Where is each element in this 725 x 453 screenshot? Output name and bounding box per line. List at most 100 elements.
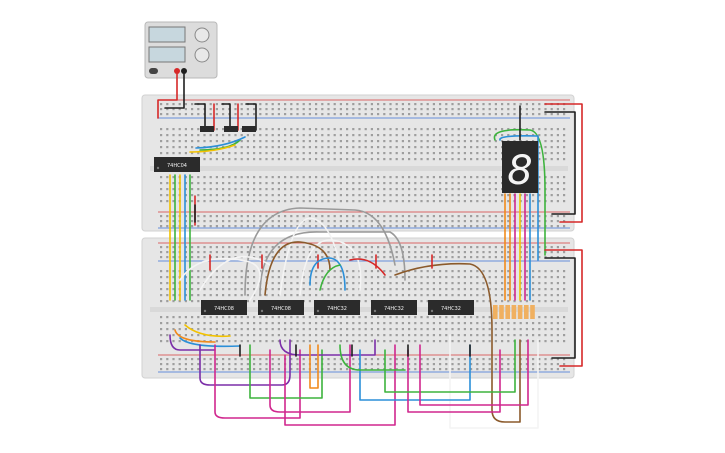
breadboard-hole[interactable] (364, 358, 367, 361)
breadboard-hole[interactable] (439, 288, 442, 291)
breadboard-hole[interactable] (401, 294, 404, 297)
breadboard-hole[interactable] (259, 146, 262, 149)
breadboard-hole[interactable] (327, 146, 330, 149)
breadboard-hole[interactable] (563, 358, 566, 361)
breadboard-hole[interactable] (463, 288, 466, 291)
breadboard-hole[interactable] (228, 152, 231, 155)
breadboard-hole[interactable] (172, 176, 175, 179)
breadboard-hole[interactable] (401, 152, 404, 155)
breadboard-hole[interactable] (271, 294, 274, 297)
breadboard-hole[interactable] (476, 108, 479, 111)
breadboard-hole[interactable] (488, 108, 491, 111)
breadboard-hole[interactable] (370, 363, 373, 366)
breadboard-hole[interactable] (457, 146, 460, 149)
breadboard-hole[interactable] (432, 188, 435, 191)
breadboard-hole[interactable] (550, 294, 553, 297)
breadboard-hole[interactable] (296, 334, 299, 337)
breadboard-hole[interactable] (513, 328, 516, 331)
breadboard-hole[interactable] (513, 108, 516, 111)
breadboard-hole[interactable] (290, 288, 293, 291)
breadboard-hole[interactable] (308, 200, 311, 203)
breadboard-hole[interactable] (215, 282, 218, 285)
breadboard-hole[interactable] (215, 140, 218, 143)
breadboard-hole[interactable] (414, 288, 417, 291)
breadboard-hole[interactable] (184, 146, 187, 149)
breadboard-hole[interactable] (550, 340, 553, 343)
breadboard-hole[interactable] (358, 316, 361, 319)
breadboard-hole[interactable] (271, 328, 274, 331)
breadboard-hole[interactable] (370, 128, 373, 131)
breadboard-hole[interactable] (476, 215, 479, 218)
breadboard-hole[interactable] (346, 140, 349, 143)
breadboard-hole[interactable] (556, 152, 559, 155)
breadboard-hole[interactable] (494, 225, 497, 228)
breadboard-hole[interactable] (246, 246, 249, 249)
breadboard-hole[interactable] (389, 134, 392, 137)
breadboard-hole[interactable] (234, 215, 237, 218)
breadboard-hole[interactable] (432, 276, 435, 279)
breadboard-hole[interactable] (563, 108, 566, 111)
breadboard-hole[interactable] (501, 113, 504, 116)
breadboard-hole[interactable] (408, 328, 411, 331)
breadboard-hole[interactable] (476, 246, 479, 249)
breadboard-hole[interactable] (346, 128, 349, 131)
breadboard-hole[interactable] (420, 334, 423, 337)
breadboard-hole[interactable] (296, 288, 299, 291)
breadboard-hole[interactable] (277, 158, 280, 161)
breadboard-hole[interactable] (439, 176, 442, 179)
breadboard-hole[interactable] (296, 176, 299, 179)
breadboard-hole[interactable] (383, 328, 386, 331)
breadboard-hole[interactable] (327, 113, 330, 116)
breadboard-hole[interactable] (482, 334, 485, 337)
breadboard-hole[interactable] (370, 176, 373, 179)
breadboard-hole[interactable] (408, 294, 411, 297)
breadboard-hole[interactable] (215, 194, 218, 197)
breadboard-hole[interactable] (308, 194, 311, 197)
breadboard-hole[interactable] (563, 176, 566, 179)
breadboard-hole[interactable] (507, 128, 510, 131)
breadboard-hole[interactable] (315, 200, 318, 203)
breadboard-hole[interactable] (389, 152, 392, 155)
breadboard-hole[interactable] (501, 358, 504, 361)
breadboard-hole[interactable] (333, 251, 336, 254)
breadboard-hole[interactable] (377, 146, 380, 149)
breadboard-hole[interactable] (271, 282, 274, 285)
breadboard-hole[interactable] (284, 182, 287, 185)
breadboard-hole[interactable] (532, 276, 535, 279)
breadboard-hole[interactable] (290, 294, 293, 297)
breadboard-hole[interactable] (166, 146, 169, 149)
breadboard-hole[interactable] (408, 182, 411, 185)
breadboard-hole[interactable] (501, 282, 504, 285)
breadboard-hole[interactable] (259, 246, 262, 249)
breadboard-hole[interactable] (358, 246, 361, 249)
breadboard-hole[interactable] (333, 328, 336, 331)
breadboard-hole[interactable] (308, 140, 311, 143)
breadboard-hole[interactable] (166, 251, 169, 254)
breadboard-hole[interactable] (550, 328, 553, 331)
breadboard-hole[interactable] (197, 220, 200, 223)
breadboard-hole[interactable] (246, 200, 249, 203)
breadboard-hole[interactable] (352, 316, 355, 319)
breadboard-hole[interactable] (166, 316, 169, 319)
breadboard-hole[interactable] (160, 103, 163, 106)
breadboard-hole[interactable] (563, 288, 566, 291)
breadboard-hole[interactable] (488, 251, 491, 254)
breadboard-hole[interactable] (321, 334, 324, 337)
breadboard-hole[interactable] (408, 103, 411, 106)
breadboard-hole[interactable] (488, 358, 491, 361)
breadboard-hole[interactable] (395, 113, 398, 116)
breadboard-hole[interactable] (408, 128, 411, 131)
breadboard-hole[interactable] (476, 128, 479, 131)
breadboard-hole[interactable] (420, 300, 423, 303)
breadboard-hole[interactable] (352, 294, 355, 297)
breadboard-hole[interactable] (191, 182, 194, 185)
breadboard-hole[interactable] (377, 270, 380, 273)
breadboard-hole[interactable] (550, 251, 553, 254)
breadboard-hole[interactable] (302, 256, 305, 259)
breadboard-hole[interactable] (209, 316, 212, 319)
breadboard-hole[interactable] (240, 270, 243, 273)
breadboard-hole[interactable] (327, 251, 330, 254)
breadboard-hole[interactable] (203, 158, 206, 161)
breadboard-hole[interactable] (346, 328, 349, 331)
breadboard-hole[interactable] (432, 220, 435, 223)
